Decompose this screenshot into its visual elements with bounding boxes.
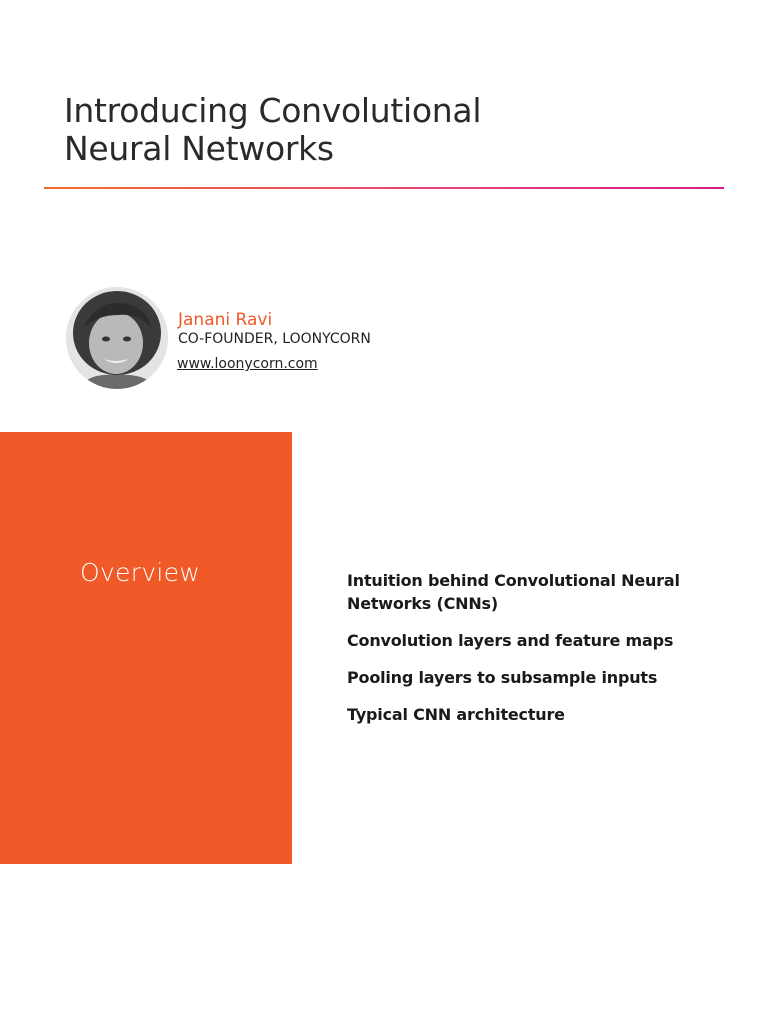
title-divider <box>44 187 724 189</box>
author-website-link[interactable]: www.loonycorn.com <box>177 356 318 372</box>
overview-item: Typical CNN architecture <box>347 705 565 724</box>
overview-heading: Overview <box>80 558 201 587</box>
overview-item: Pooling layers to subsample inputs <box>347 668 658 687</box>
overview-panel: Overview <box>0 432 292 864</box>
author-name: Janani Ravi <box>178 310 273 330</box>
author-avatar <box>66 287 168 389</box>
overview-list: Intuition behind Convolutional Neural Ne… <box>347 569 727 740</box>
title-line-2: Neural Networks <box>64 129 334 168</box>
page-title: Introducing Convolutional Neural Network… <box>64 92 624 168</box>
author-role: CO-FOUNDER, LOONYCORN <box>178 331 371 347</box>
overview-item: Intuition behind Convolutional Neural Ne… <box>347 571 680 613</box>
author-photo-icon <box>66 287 168 389</box>
title-line-1: Introducing Convolutional <box>64 91 482 130</box>
overview-item: Convolution layers and feature maps <box>347 631 674 650</box>
